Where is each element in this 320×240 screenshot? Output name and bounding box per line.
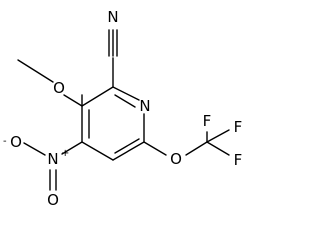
bond-c-f-bottom <box>206 141 230 156</box>
bond-n1-c2-double <box>114 94 136 108</box>
ring-nitrogen-label: N <box>139 97 150 115</box>
nitro-oxygen-top-label: O <box>10 133 22 151</box>
pyridine-ring <box>81 86 145 161</box>
cyano-nitrogen-label: N <box>107 8 118 26</box>
nitro-oxygen-bottom-label: O <box>47 191 59 209</box>
methoxy-oxygen-label: O <box>53 79 65 97</box>
bond-c6-o <box>143 141 167 156</box>
cyano-group: N <box>107 8 119 88</box>
bond-n-o-top <box>23 142 46 156</box>
bond-c5-c6 <box>112 141 145 161</box>
bond-n1-c2 <box>112 86 140 101</box>
molecule-structure: N N O N + O - O O F F F <box>3 8 243 209</box>
trifluoromethoxy-group: O F F F <box>143 112 243 169</box>
ether-oxygen-label: O <box>170 150 182 168</box>
bond-o-ch3 <box>17 59 54 83</box>
bond-c-f-right <box>206 129 230 143</box>
nitro-nitrogen-charge: + <box>61 148 69 159</box>
bond-c3-o-angle <box>63 94 83 107</box>
fluorine-bottom-label: F <box>234 151 243 169</box>
bond-c2-c3 <box>81 86 114 107</box>
nitro-nitrogen-label: N <box>47 150 58 168</box>
nitro-oxygen-top-charge: - <box>3 136 7 147</box>
bond-c5-c6-double <box>114 138 140 154</box>
bond-c4-c5 <box>81 141 114 161</box>
fluorine-top-label: F <box>203 112 212 130</box>
fluorine-right-label: F <box>234 118 243 136</box>
methoxy-group: O <box>17 59 83 107</box>
bond-o-cf3 <box>185 141 208 156</box>
bond-c4-n <box>61 141 83 155</box>
nitro-group: N + O - O <box>3 133 83 209</box>
